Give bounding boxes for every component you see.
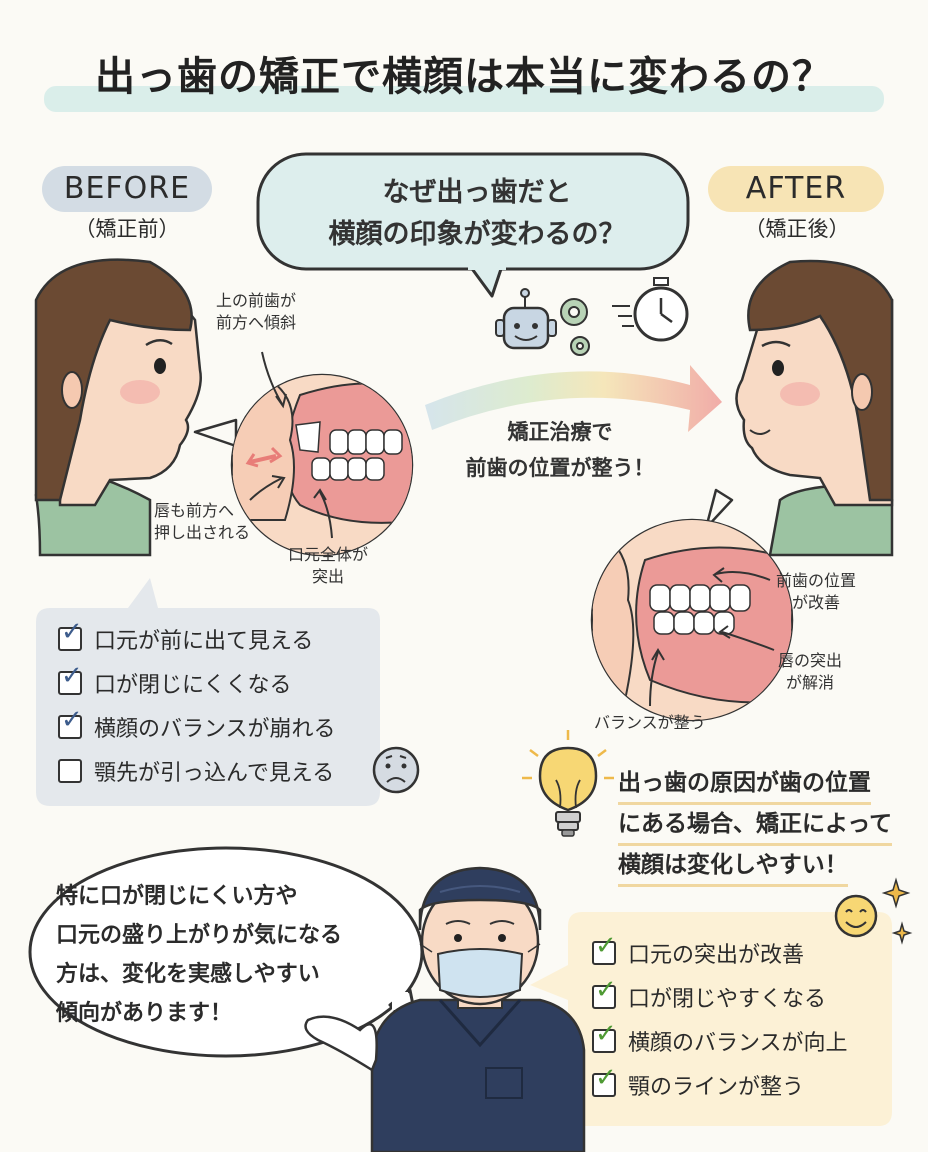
treatment-caption: 矯正治療で 前歯の位置が整う！: [465, 420, 655, 480]
annotation-teeth-improved: 前歯の位置 が改善: [776, 571, 857, 612]
list-item: ✓顎のラインが整う: [592, 1063, 848, 1107]
before-checklist-box: [36, 578, 380, 806]
list-item: ✓口が閉じやすくなる: [592, 975, 848, 1019]
check-icon: ✓: [58, 705, 83, 739]
after-mouth-closeup: [590, 518, 794, 722]
gear-icon: [560, 298, 590, 356]
annotation-lips-before: 唇も前方へ 押し出される: [154, 501, 251, 542]
doctor-comment: 特に口が閉じにくい方や 口元の盛り上がりが気になる 方は、変化を実感しやすい 傾…: [56, 884, 343, 1026]
after-checklist-box: [530, 912, 892, 1126]
before-label: BEFORE: [42, 166, 212, 212]
check-icon: ✓: [58, 617, 83, 651]
progress-arrow: [425, 365, 722, 432]
doctor-illustration: [304, 866, 586, 1152]
lightbulb-icon: [522, 730, 614, 837]
check-icon: ✓: [592, 1063, 617, 1097]
sparkle-icon: [881, 877, 913, 945]
check-icon: ✓: [592, 931, 617, 965]
empty-checkbox-icon: [58, 759, 82, 783]
annotation-balance: バランスが整う: [594, 713, 706, 732]
sad-face-icon: [372, 746, 420, 794]
page-title: 出っ歯の矯正で横顔は本当に変わるの？: [95, 54, 833, 100]
list-item: ✓横顔のバランスが崩れる: [58, 705, 336, 749]
list-item: ✓横顔のバランスが向上: [592, 1019, 848, 1063]
check-icon: ✓: [592, 1019, 617, 1053]
check-icon: ✓: [58, 661, 83, 695]
tip-text: 出っ歯の原因が歯の位置 にある場合、矯正によって 横顔は変化しやすい！: [618, 764, 908, 887]
robot-icon: [495, 288, 557, 350]
list-item: ✓口が閉じにくくなる: [58, 661, 336, 705]
after-woman-illustration: [735, 259, 894, 557]
title-highlight: [44, 86, 884, 112]
annotation-mouth-protrusion: 口元全体が 突出: [288, 545, 369, 586]
stopwatch-icon: [612, 277, 689, 342]
after-label: AFTER: [708, 166, 884, 212]
smile-face-icon: [834, 894, 878, 938]
list-item: ✓口元の突出が改善: [592, 931, 848, 975]
before-woman-illustration: [34, 258, 202, 557]
question-bubble: [256, 152, 690, 298]
before-checklist: ✓口元が前に出て見える ✓口が閉じにくくなる ✓横顔のバランスが崩れる 顎先が引…: [58, 617, 336, 793]
annotation-upper-teeth: 上の前歯が 前方へ傾斜: [216, 291, 297, 332]
after-checklist: ✓口元の突出が改善 ✓口が閉じやすくなる ✓横顔のバランスが向上 ✓顎のラインが…: [592, 931, 848, 1107]
before-sublabel: （矯正前）: [74, 217, 180, 241]
annotation-lips-after: 唇の突出 が解消: [778, 651, 843, 692]
after-sublabel: （矯正後）: [744, 217, 850, 241]
list-item: 顎先が引っ込んで見える: [58, 749, 336, 793]
check-icon: ✓: [592, 975, 617, 1009]
before-mouth-closeup: [230, 351, 414, 557]
question-text: なぜ出っ歯だと 横顔の印象が変わるの？: [328, 177, 626, 250]
list-item: ✓口元が前に出て見える: [58, 617, 336, 661]
